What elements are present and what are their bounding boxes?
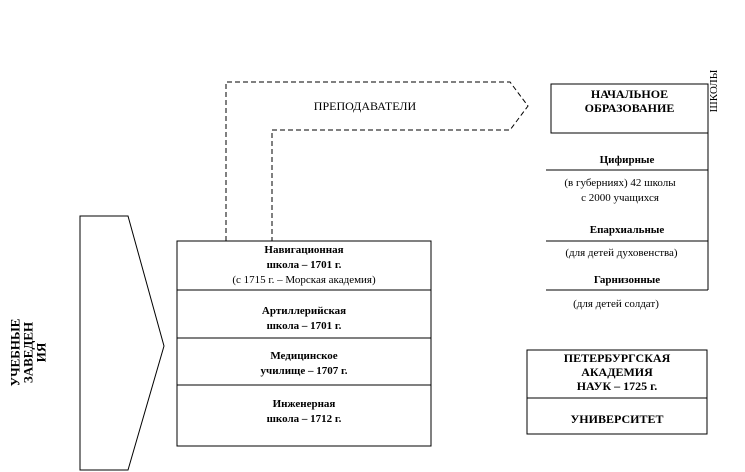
dashed-arrow	[225, 81, 529, 241]
primary-education-box: НАЧАЛЬНОЕ ОБРАЗОВАНИЕ	[584, 87, 675, 115]
cipher-schools-note2: с 2000 учащихся	[581, 192, 659, 204]
primary-box-border	[550, 83, 709, 134]
educational-institutions-label: УЧЕБНЫЕ ЗАВЕДЕН ИЯ	[7, 318, 49, 387]
schools-box-border	[176, 240, 432, 447]
cipher-schools-title: Цифирные	[599, 154, 655, 166]
garrison-schools-title: Гарнизонные	[593, 274, 661, 286]
cipher-schools-note: (в губерниях) 42 школы	[564, 177, 676, 189]
teachers-label: ПРЕПОДАВАТЕЛИ	[313, 99, 417, 113]
eparchial-schools-title: Епархиальные	[589, 224, 665, 236]
left-chevron-arrow	[79, 215, 165, 471]
university-label: УНИВЕРСИТЕТ	[570, 412, 664, 426]
schools-side-label: ШКОЛЫ	[708, 69, 720, 113]
school-artillery: Артиллерийская школа – 1701 г.	[261, 305, 347, 332]
garrison-schools-note: (для детей солдат)	[573, 298, 659, 310]
academy-box-border	[526, 349, 708, 435]
school-medical: Медицинское училище – 1707 г.	[260, 350, 348, 377]
academy-box: ПЕТЕРБУРГСКАЯ АКАДЕМИЯ НАУК – 1725 г.	[563, 351, 671, 393]
school-engineering: Инженерная школа – 1712 г.	[266, 398, 342, 425]
eparchial-schools-note: (для детей духовенства)	[565, 247, 678, 259]
school-navigation: Навигационная школа – 1701 г. (с 1715 г.…	[232, 244, 376, 286]
